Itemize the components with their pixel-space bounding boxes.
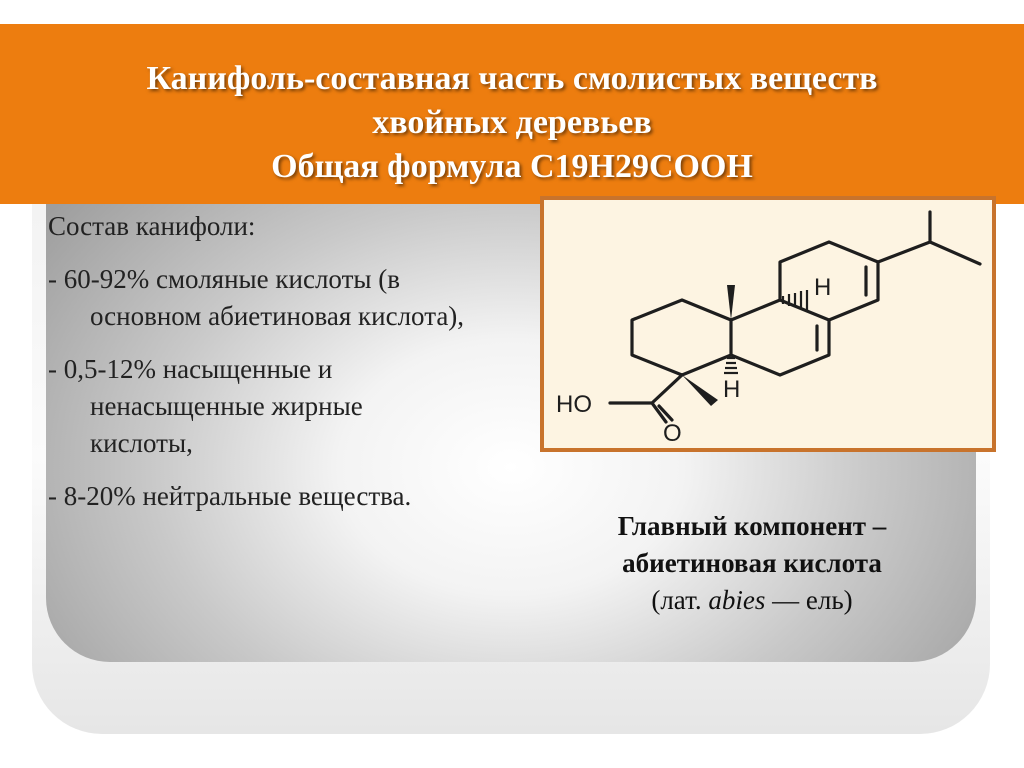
ring-a: [630, 298, 733, 377]
ring-c: [778, 240, 880, 322]
caption: Главный компонент – абиетиновая кислота …: [544, 508, 960, 619]
caption-line-3: (лат. abies — ель): [544, 582, 960, 619]
composition-list: Состав канифоли: - 60-92% смоляные кисло…: [48, 208, 468, 531]
composition-item-fatty-acids: - 0,5-12% насыщенные и ненасыщенные жирн…: [48, 354, 363, 458]
hydrogen-label-bottom: H: [723, 376, 740, 403]
hashed-wedge-bottom: [724, 356, 738, 375]
caption-line-1: Главный компонент –: [617, 511, 887, 541]
caption-latin-word: abies: [708, 585, 766, 615]
carbonyl-double-bond: [657, 404, 674, 422]
caption-suffix: — ель): [765, 585, 853, 615]
composition-item-resin-acids: - 60-92% смоляные кислоты (в основном аб…: [48, 264, 465, 331]
title-line-3: Общая формула С19Н29СООН: [271, 148, 753, 185]
title-line-1: Канифоль-составная часть смолистых вещес…: [146, 60, 878, 97]
oxygen-label: O: [663, 420, 682, 447]
composition-heading: Состав канифоли:: [48, 211, 256, 241]
hydroxyl-label: HO: [556, 391, 592, 418]
isopropyl-group: [876, 210, 982, 266]
caption-prefix: (лат.: [651, 585, 709, 615]
structural-formula-box: H H HO O: [540, 196, 996, 452]
hydrogen-label-top: H: [814, 274, 831, 301]
abietic-acid-structure: H H HO O: [556, 210, 982, 447]
methyl-wedge-top: [727, 285, 735, 320]
title-line-2: хвойных деревьев: [372, 104, 652, 141]
title-bar: Канифоль-составная часть смолистых вещес…: [0, 24, 1024, 204]
ring-b: [729, 298, 831, 377]
caption-line-2: абиетиновая кислота: [622, 548, 882, 578]
hashed-wedge-top: [781, 290, 809, 310]
composition-item-neutral: - 8-20% нейтральные вещества.: [48, 481, 412, 511]
methyl-wedge-bottom: [682, 375, 718, 406]
carboxyl-bonds: [608, 373, 684, 424]
